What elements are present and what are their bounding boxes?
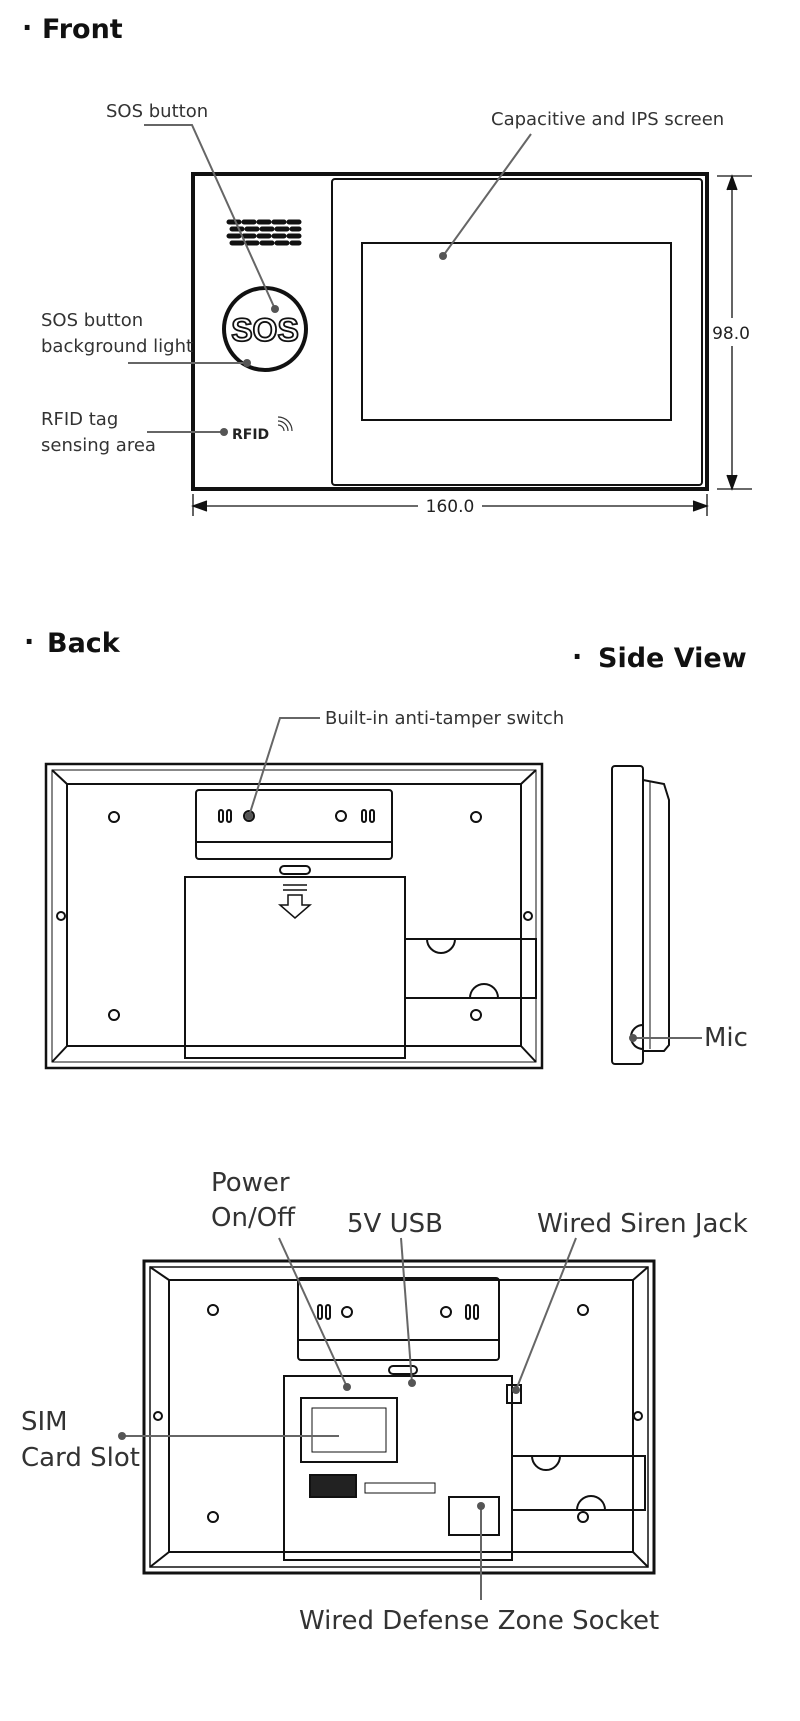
back-title: Back [47,628,121,659]
label-sos-button: SOS button [106,101,208,122]
sos-glyph: SOS [231,312,299,348]
defense-zone-socket [448,1496,500,1536]
tamper-bracket [195,789,393,860]
label-sim-1: SIM [21,1407,68,1437]
label-zone: Wired Defense Zone Socket [299,1606,659,1636]
width-dimension [191,494,709,516]
side-device [611,765,670,1065]
side-title: Side View [598,643,747,674]
label-screen: Capacitive and IPS screen [491,109,724,130]
front-device: SOS RFID [191,172,709,491]
arrow-down-icon [277,884,313,919]
label-rfid-2: sensing area [41,435,156,456]
height-value: 98.0 [712,324,750,344]
label-rfid-1: RFID tag [41,409,118,430]
label-mic: Mic [704,1023,748,1053]
width-value: 160.0 [426,497,475,517]
bullet: · [24,627,34,658]
ports-device [142,1259,656,1575]
label-sim-2: Card Slot [21,1443,140,1473]
back-device [44,762,544,1070]
label-power-2: On/Off [211,1203,296,1233]
label-tamper: Built-in anti-tamper switch [325,708,564,729]
label-power-1: Power [211,1168,290,1198]
height-dimension [717,174,752,491]
battery-cover [184,876,406,1059]
label-sos-light-2: background light [41,336,193,357]
sim-card-slot [300,1397,398,1463]
rfid-glyph: RFID [232,427,269,443]
label-siren: Wired Siren Jack [537,1209,748,1239]
screen [361,242,672,421]
rfid-wave-icon [277,416,293,432]
front-title: Front [42,14,123,45]
speaker-grille-icon [226,219,302,246]
label-usb: 5V USB [347,1209,443,1239]
bullet: · [22,13,32,44]
label-sos-light-1: SOS button [41,310,143,331]
bullet: · [572,642,582,673]
